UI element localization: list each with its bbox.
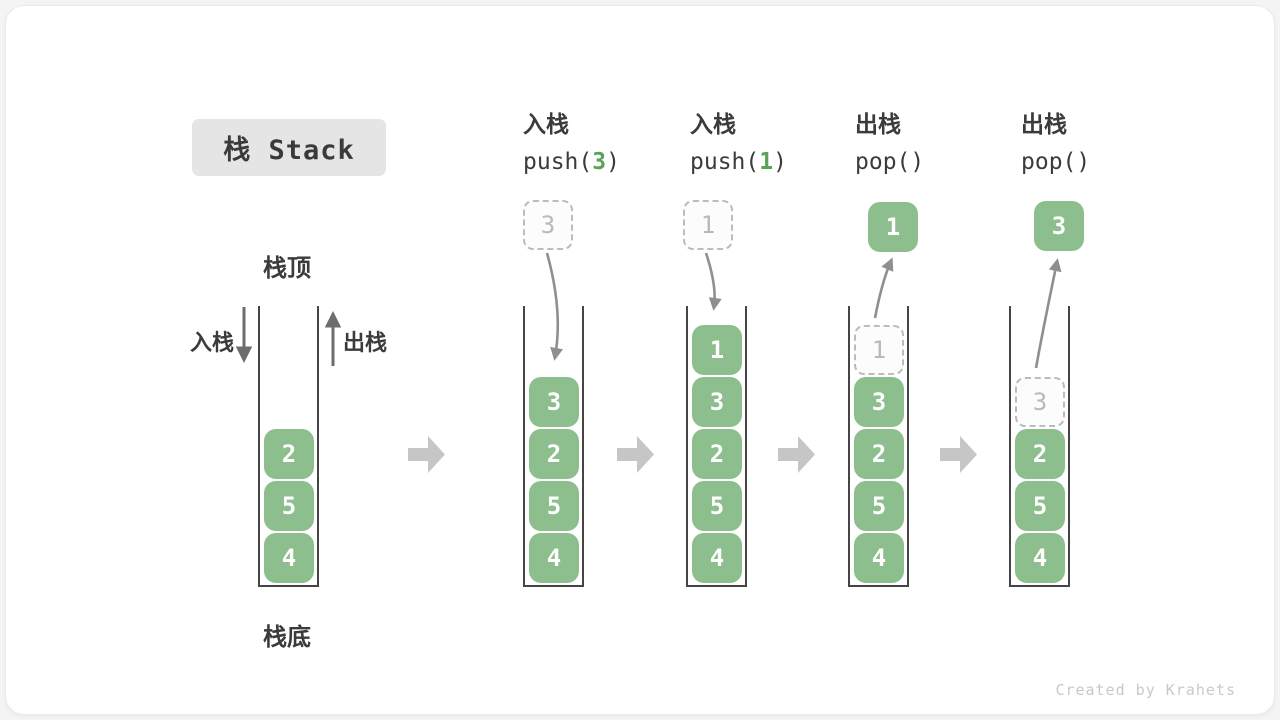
op-arg: 3 — [592, 149, 607, 175]
flow-arrow-icon — [617, 436, 654, 473]
op-name: 出栈 — [855, 112, 901, 138]
stack-cell: 5 — [692, 481, 742, 531]
op-arg: 1 — [759, 149, 774, 175]
stack-cell: 2 — [854, 429, 904, 479]
popped-box-1: 1 — [868, 202, 918, 252]
stack-container-3 — [686, 306, 747, 587]
op-code: pop() — [855, 149, 925, 175]
op-code: push(1) — [690, 149, 787, 175]
flow-arrow-icon — [940, 436, 977, 473]
stack-cell: 4 — [529, 533, 579, 583]
diagram-title: 栈 Stack — [192, 119, 386, 176]
push1-curved-arrow-icon — [704, 252, 722, 311]
pop1-curved-arrow-icon — [873, 257, 894, 319]
watermark: Created by Krahets — [1055, 681, 1236, 699]
stack-cell: 1 — [692, 325, 742, 375]
stack-cell: 5 — [854, 481, 904, 531]
pop-side-label: 出栈 — [343, 331, 388, 356]
op-code: push(3) — [523, 149, 620, 175]
popped-box-3: 3 — [1034, 201, 1084, 251]
stack-container-1 — [258, 306, 319, 587]
stack-cell: 3 — [692, 377, 742, 427]
stack-top-label: 栈顶 — [263, 254, 311, 282]
stack-cell: 4 — [692, 533, 742, 583]
stack-cell: 2 — [692, 429, 742, 479]
push-down-arrow-icon — [235, 307, 253, 363]
stack-cell: 5 — [529, 481, 579, 531]
stack-cell: 5 — [1015, 481, 1065, 531]
stack-cell: 5 — [264, 481, 314, 531]
op-name: 入栈 — [690, 112, 736, 138]
ghost-box-push-1: 1 — [683, 200, 733, 250]
push-side-label: 入栈 — [190, 331, 235, 356]
stack-ghost-cell: 1 — [854, 325, 904, 375]
pop-up-arrow-icon — [324, 311, 342, 366]
flow-arrow-icon — [778, 436, 815, 473]
stack-container-2 — [523, 306, 584, 587]
op-name: 出栈 — [1021, 112, 1067, 138]
stack-ghost-cell: 3 — [1015, 377, 1065, 427]
stack-cell: 4 — [1015, 533, 1065, 583]
stack-container-5 — [1009, 306, 1070, 587]
pop3-curved-arrow-icon — [1034, 258, 1062, 369]
stack-cell: 4 — [264, 533, 314, 583]
stack-cell: 2 — [264, 429, 314, 479]
stack-cell: 2 — [529, 429, 579, 479]
op-name: 入栈 — [523, 112, 569, 138]
op-header-pop1: 出栈 pop() — [855, 110, 924, 177]
flow-arrow-icon — [408, 436, 445, 473]
stack-cell: 3 — [854, 377, 904, 427]
op-header-push1: 入栈 push(1) — [690, 110, 787, 177]
ghost-box-push-3: 3 — [523, 200, 573, 250]
stack-container-4 — [848, 306, 909, 587]
diagram-canvas: 栈 Stack 入栈 push(3) 入栈 push(1) 出栈 pop() 出… — [6, 6, 1274, 714]
op-header-push3: 入栈 push(3) — [523, 110, 620, 177]
stack-cell: 3 — [529, 377, 579, 427]
op-header-pop3: 出栈 pop() — [1021, 110, 1090, 177]
push3-curved-arrow-icon — [545, 252, 564, 361]
stack-cell: 4 — [854, 533, 904, 583]
stack-bottom-label: 栈底 — [263, 623, 311, 651]
stack-cell: 2 — [1015, 429, 1065, 479]
op-code: pop() — [1021, 149, 1091, 175]
